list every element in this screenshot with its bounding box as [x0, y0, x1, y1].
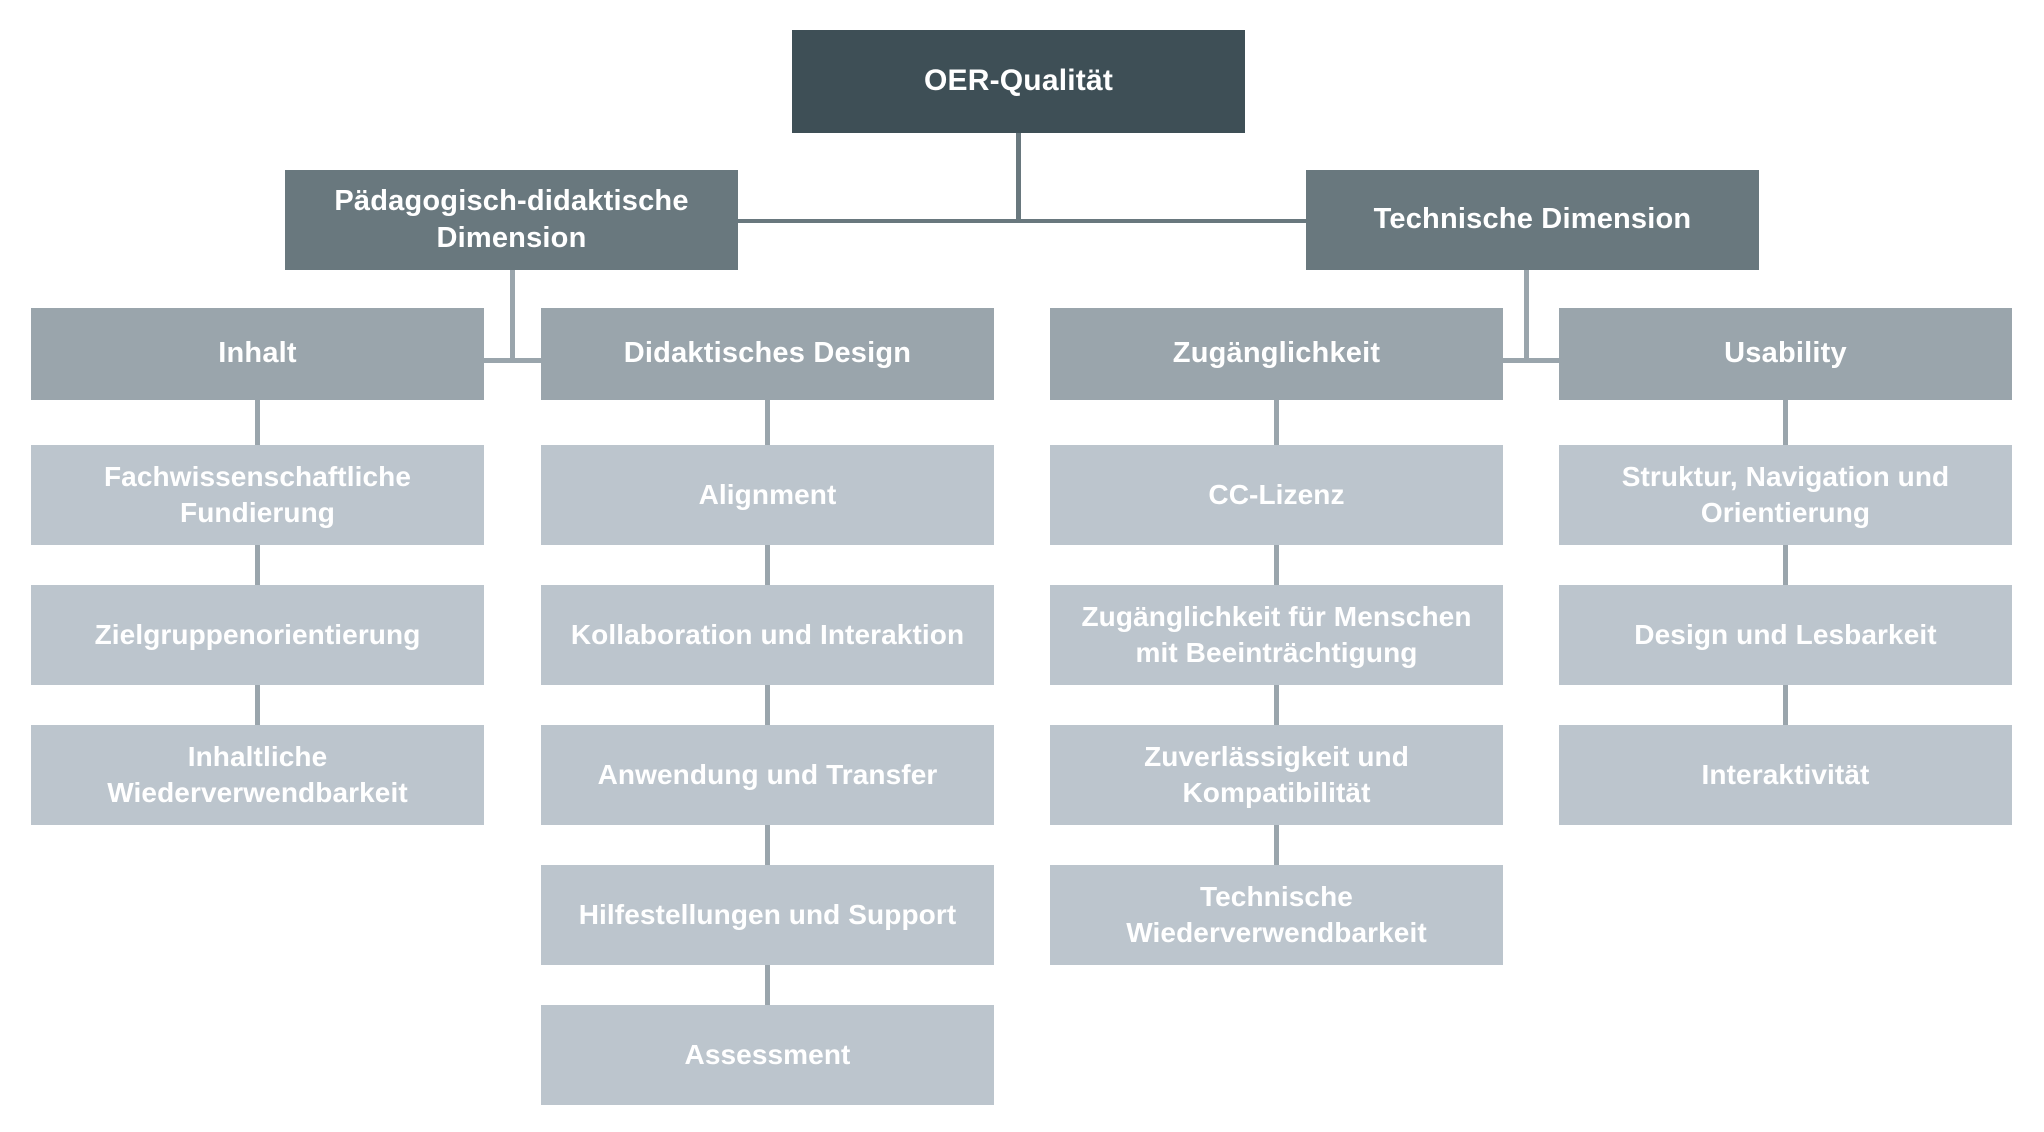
node-leaf-kollaboration-und-interaktion[interactable]: Kollaboration und Interaktion [541, 585, 994, 685]
node-leaf-zugaenglichkeit-fuer-menschen-mit-beeintraechtigung[interactable]: Zugänglichkeit für Menschen mit Beeinträ… [1050, 585, 1503, 685]
node-leaf-technische-wiederverwendbarkeit[interactable]: Technische Wiederverwendbarkeit [1050, 865, 1503, 965]
node-category-zugaenglichkeit[interactable]: Zugänglichkeit [1050, 308, 1503, 400]
node-leaf-interaktivitaet[interactable]: Interaktivität [1559, 725, 2012, 825]
node-leaf-design-und-lesbarkeit[interactable]: Design und Lesbarkeit [1559, 585, 2012, 685]
node-leaf-hilfestellungen-und-support[interactable]: Hilfestellungen und Support [541, 865, 994, 965]
node-category-didaktisches-design[interactable]: Didaktisches Design [541, 308, 994, 400]
node-dimension-technisch[interactable]: Technische Dimension [1306, 170, 1759, 270]
node-leaf-inhaltliche-wiederverwendbarkeit[interactable]: Inhaltliche Wiederverwendbarkeit [31, 725, 484, 825]
node-leaf-alignment[interactable]: Alignment [541, 445, 994, 545]
connector-technical-children-bar [1276, 358, 1786, 363]
node-leaf-struktur-navigation-und-orientierung[interactable]: Struktur, Navigation und Orientierung [1559, 445, 2012, 545]
connector-dimension-bar [737, 219, 1307, 223]
node-category-usability[interactable]: Usability [1559, 308, 2012, 400]
node-leaf-zielgruppenorientierung[interactable]: Zielgruppenorientierung [31, 585, 484, 685]
connector-pedagogic-stem [510, 270, 515, 362]
node-root-oer-qualitaet[interactable]: OER-Qualität [792, 30, 1245, 133]
connector-root-stem [1016, 133, 1021, 223]
node-dimension-paedagogisch-didaktisch[interactable]: Pädagogisch-didaktische Dimension [285, 170, 738, 270]
connector-pedagogic-children-bar [258, 358, 768, 363]
node-leaf-anwendung-und-transfer[interactable]: Anwendung und Transfer [541, 725, 994, 825]
node-leaf-cc-lizenz[interactable]: CC-Lizenz [1050, 445, 1503, 545]
node-leaf-assessment[interactable]: Assessment [541, 1005, 994, 1105]
node-leaf-zuverlaessigkeit-und-kompatibilitaet[interactable]: Zuverlässigkeit und Kompatibilität [1050, 725, 1503, 825]
node-leaf-fachwissenschaftliche-fundierung[interactable]: Fachwissenschaftliche Fundierung [31, 445, 484, 545]
connector-technical-stem [1524, 270, 1529, 362]
node-category-inhalt[interactable]: Inhalt [31, 308, 484, 400]
